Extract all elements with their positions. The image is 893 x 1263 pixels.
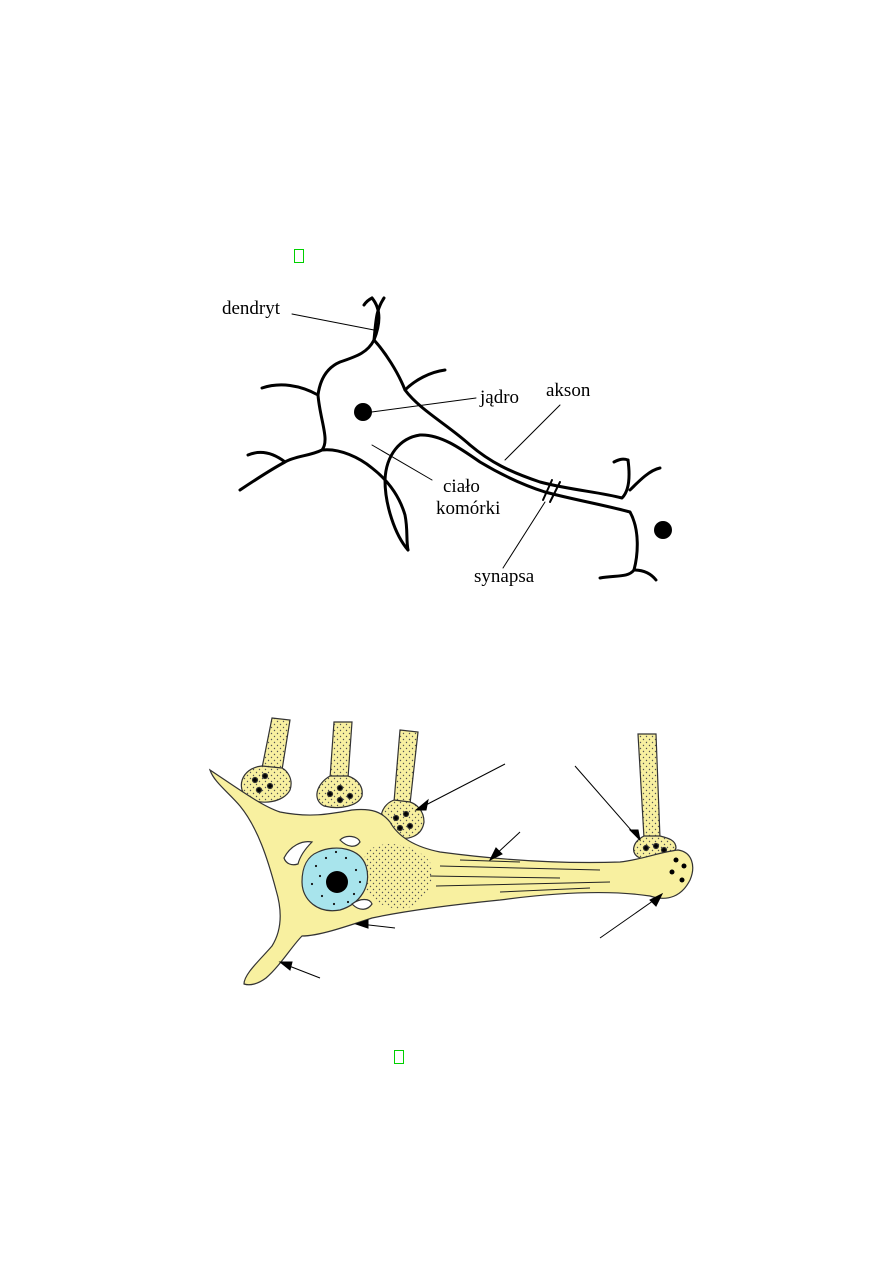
label-cell-body-2: komórki bbox=[436, 498, 500, 519]
postsynaptic-neuron bbox=[208, 768, 694, 986]
neuron-outline bbox=[238, 296, 410, 552]
missing-glyph-icon-bottom bbox=[394, 1050, 404, 1064]
label-nucleus: jądro bbox=[479, 387, 519, 408]
nucleus-pointer bbox=[363, 397, 477, 414]
synapse-mark-2 bbox=[549, 481, 561, 503]
presynaptic-terminal-2 bbox=[316, 721, 363, 809]
presynaptic-terminal-4 bbox=[633, 733, 677, 861]
label-cell-body-1: ciało bbox=[443, 476, 480, 497]
pointer-arrows bbox=[278, 763, 664, 979]
nucleus-dot bbox=[354, 403, 372, 421]
dendrite-branch bbox=[362, 296, 386, 342]
golgi-apparatus bbox=[283, 841, 314, 866]
dendrite-pointer bbox=[291, 313, 375, 331]
right-nucleus-dot bbox=[654, 521, 672, 539]
vesicle bbox=[339, 835, 361, 847]
axon-inner bbox=[383, 433, 639, 580]
label-dendrite: dendryt bbox=[222, 298, 281, 319]
axon-terminal-vesicles bbox=[669, 857, 687, 883]
right-neuron-dendrites bbox=[612, 457, 662, 582]
presynaptic-terminal-3 bbox=[380, 729, 425, 839]
mitochondrion bbox=[351, 898, 373, 910]
label-synapse: synapsa bbox=[474, 566, 535, 587]
axon-outer bbox=[372, 338, 631, 500]
missing-glyph-icon-top bbox=[294, 249, 304, 263]
synapse-pointer bbox=[502, 501, 546, 569]
presynaptic-terminal-1 bbox=[240, 717, 292, 803]
bottom-neuron-diagram bbox=[208, 717, 694, 986]
nissl-region bbox=[361, 843, 432, 909]
synapse-mark-1 bbox=[542, 479, 553, 501]
pointer-lines bbox=[291, 313, 561, 569]
top-neuron-diagram bbox=[238, 296, 662, 582]
label-axon: akson bbox=[546, 380, 591, 401]
nucleus-chromatin bbox=[310, 850, 362, 906]
axon-pointer bbox=[504, 404, 561, 461]
nucleolus bbox=[326, 871, 348, 893]
neurofilaments bbox=[429, 859, 611, 893]
cell-body-pointer bbox=[371, 444, 433, 481]
